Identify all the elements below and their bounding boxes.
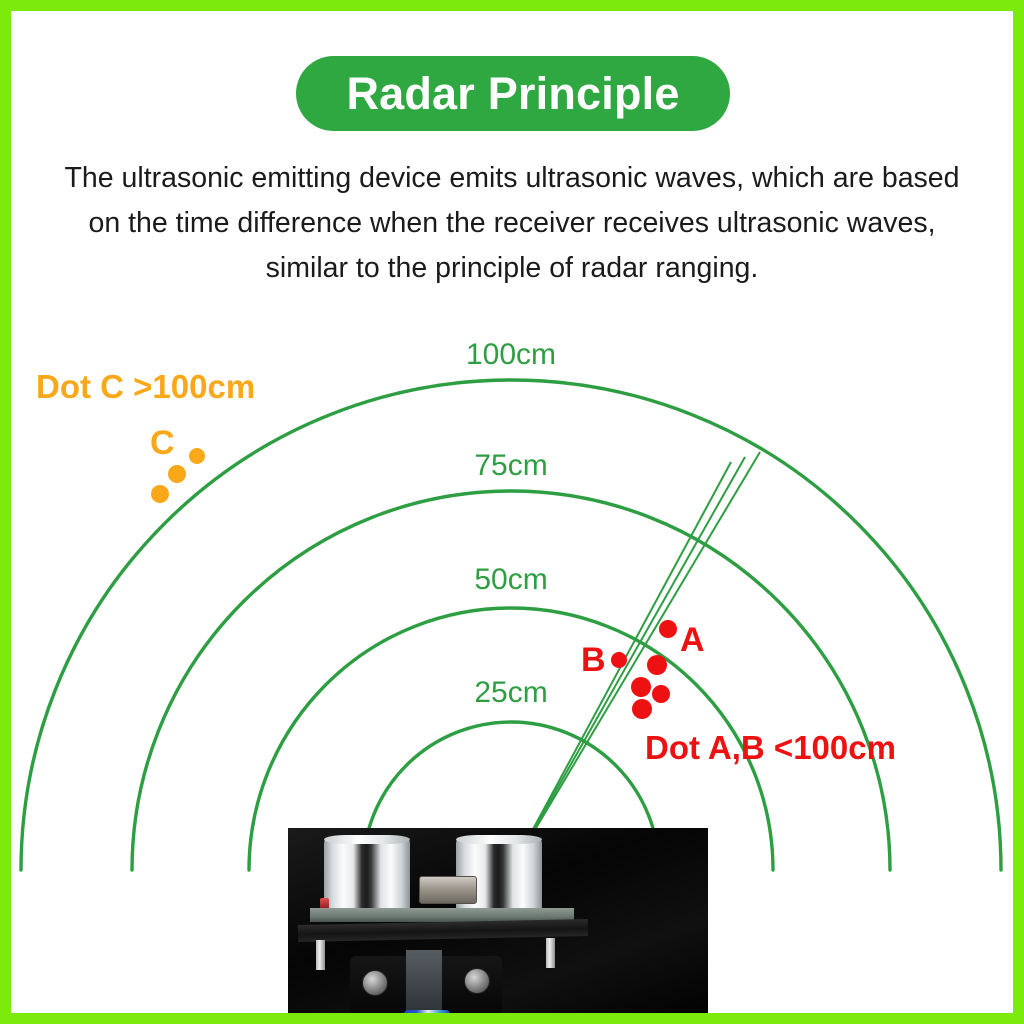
status-led: [320, 898, 329, 909]
frame-border-left: [0, 0, 11, 1024]
point-label-point-b: B: [581, 641, 606, 679]
callout-dot-ab: Dot A,B <100cm: [645, 729, 896, 766]
red-dot-2: [611, 652, 627, 668]
frame-border-bottom: [0, 1013, 1024, 1024]
point-label-point-a: A: [680, 621, 705, 659]
transducer-right-rim: [456, 835, 542, 844]
red-dot-4: [631, 677, 651, 697]
transducer-left-rim: [324, 835, 410, 844]
point-label-point-c: C: [150, 424, 175, 462]
frame-border-top: [0, 0, 1024, 11]
arc-label-100cm: 100cm: [465, 338, 557, 371]
transducer-left: [324, 835, 410, 910]
radar-beam-group: [510, 451, 761, 871]
frame-border-right: [1013, 0, 1024, 1024]
arc-label-75cm: 75cm: [474, 449, 548, 482]
orange-dot-2: [168, 465, 186, 483]
description-text: The ultrasonic emitting device emits ult…: [64, 162, 960, 284]
radar-arc-25cm: [361, 720, 661, 872]
red-dot-6: [632, 699, 652, 719]
red-dot-1: [659, 620, 677, 638]
screw-right: [464, 968, 490, 994]
ultrasonic-sensor-module: [288, 828, 708, 1024]
radar-arc-50cm: [247, 606, 775, 872]
radar-arc-100cm: [19, 378, 1003, 872]
screw-left: [362, 970, 388, 996]
arc-label-25cm: 25cm: [474, 676, 548, 709]
red-dot-5: [652, 685, 670, 703]
beam-line-2: [510, 456, 746, 871]
title-badge: Radar Principle: [296, 56, 730, 131]
orange-dot-1: [189, 448, 205, 464]
radar-arc-75cm: [130, 489, 892, 872]
orange-dot-group: [151, 448, 205, 503]
radar-arc-group: [19, 378, 1003, 872]
standoff-left: [316, 940, 325, 970]
sensor-pcb: [310, 908, 574, 922]
cable-tape: [406, 950, 442, 1014]
standoff-right: [546, 938, 555, 968]
red-dot-group: [611, 620, 677, 719]
orange-dot-3: [151, 485, 169, 503]
callout-dot-c: Dot C >100cm: [36, 368, 256, 405]
crystal-oscillator: [419, 876, 477, 904]
page-title: Radar Principle: [346, 67, 680, 119]
arc-label-50cm: 50cm: [474, 563, 548, 596]
beam-line-1: [510, 451, 761, 871]
red-dot-3: [647, 655, 667, 675]
